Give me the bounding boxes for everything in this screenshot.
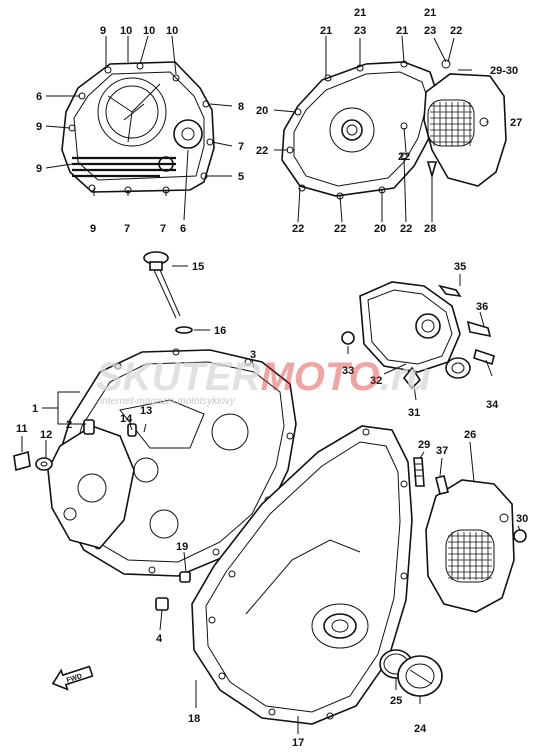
water-pump-cover xyxy=(341,281,495,390)
callout-9: 9 xyxy=(100,25,106,37)
callout-17: 17 xyxy=(292,737,304,749)
callout-6: 6 xyxy=(180,223,186,235)
plug-24 xyxy=(397,655,443,697)
callout-23: 23 xyxy=(354,25,366,37)
sprocket-cover-upper xyxy=(423,59,507,187)
callout-34: 34 xyxy=(486,399,499,411)
callout-21: 21 xyxy=(320,25,332,37)
oil-dipstick xyxy=(143,251,188,319)
callout-14: 14 xyxy=(120,413,133,425)
callout-21: 21 xyxy=(424,7,436,19)
callout-20: 20 xyxy=(256,105,268,117)
water-pump-leaders xyxy=(347,274,493,401)
callout-18: 18 xyxy=(188,713,200,725)
callout-22: 22 xyxy=(400,223,412,235)
callout-5: 5 xyxy=(238,171,244,183)
callout-21: 21 xyxy=(396,25,408,37)
callout-37: 37 xyxy=(436,445,448,457)
callout-23: 23 xyxy=(424,25,436,37)
o-ring-16 xyxy=(175,326,210,334)
callout-30: 30 xyxy=(516,513,528,525)
callout-28: 28 xyxy=(424,223,436,235)
callout-7: 7 xyxy=(160,223,166,235)
callout-22: 22 xyxy=(450,25,462,37)
callout-20: 20 xyxy=(374,223,386,235)
crankcase-half xyxy=(47,425,135,549)
clutch-cover xyxy=(61,61,215,194)
callout-25: 25 xyxy=(390,695,402,707)
watermark-brand-mid: MOTO xyxy=(260,355,379,399)
watermark-tagline: internet-magazin mototsyklovy xyxy=(100,396,236,407)
clutch-cover-leaders xyxy=(45,35,233,221)
callout-8: 8 xyxy=(238,101,244,113)
generator-cover-leaders xyxy=(273,35,488,223)
callout-9: 9 xyxy=(36,163,42,175)
fwd-arrow: FWD xyxy=(51,665,94,691)
callout-1: 1 xyxy=(32,403,38,415)
callout-2: 2 xyxy=(66,419,72,431)
generator-cover-large xyxy=(191,425,413,725)
callout-10: 10 xyxy=(166,25,178,37)
callout-26: 26 xyxy=(464,429,476,441)
generator-cover xyxy=(281,60,439,200)
callout-29-30: 29-30 xyxy=(490,65,518,77)
callout-27: 27 xyxy=(510,117,522,129)
fwd-label: FWD xyxy=(66,673,83,685)
callout-6: 6 xyxy=(36,91,42,103)
callout-19: 19 xyxy=(176,541,188,553)
sprocket-cover-lower xyxy=(425,479,527,613)
callout-4: 4 xyxy=(156,633,163,645)
callout-3: 3 xyxy=(250,349,256,361)
lower-right-leaders xyxy=(395,441,521,704)
callout-35: 35 xyxy=(454,261,466,273)
callout-9: 9 xyxy=(36,121,42,133)
watermark-brand-left: SKUTER xyxy=(96,355,261,399)
callout-22: 22 xyxy=(334,223,346,235)
callout-16: 16 xyxy=(214,325,226,337)
callout-31: 31 xyxy=(408,407,420,419)
callout-7: 7 xyxy=(124,223,130,235)
callout-29: 29 xyxy=(418,439,430,451)
callout-13: 13 xyxy=(140,405,152,417)
callout-22: 22 xyxy=(398,151,410,163)
callout-9: 9 xyxy=(90,223,96,235)
watermark: SKUTERMOTO.ru internet-magazin mototsykl… xyxy=(96,355,431,407)
plug-and-washer xyxy=(13,450,53,472)
callout-21: 21 xyxy=(354,7,366,19)
callout-32: 32 xyxy=(370,375,382,387)
callout-36: 36 xyxy=(476,301,488,313)
callout-12: 12 xyxy=(40,429,52,441)
callout-22: 22 xyxy=(256,145,268,157)
callout-11: 11 xyxy=(16,423,28,435)
callout-10: 10 xyxy=(143,25,155,37)
callout-33: 33 xyxy=(342,365,354,377)
callout-24: 24 xyxy=(414,723,427,735)
stud-29-and-pin-37 xyxy=(413,457,449,495)
callout-7: 7 xyxy=(238,141,244,153)
callout-10: 10 xyxy=(120,25,132,37)
dowels-and-bolts xyxy=(83,419,191,611)
watermark-brand-right: .ru xyxy=(380,355,431,399)
callout-22: 22 xyxy=(292,223,304,235)
crankcase-leaders xyxy=(21,359,255,708)
svg-text:SKUTERMOTO.ru: SKUTERMOTO.ru xyxy=(96,355,431,399)
callout-15: 15 xyxy=(192,261,204,273)
